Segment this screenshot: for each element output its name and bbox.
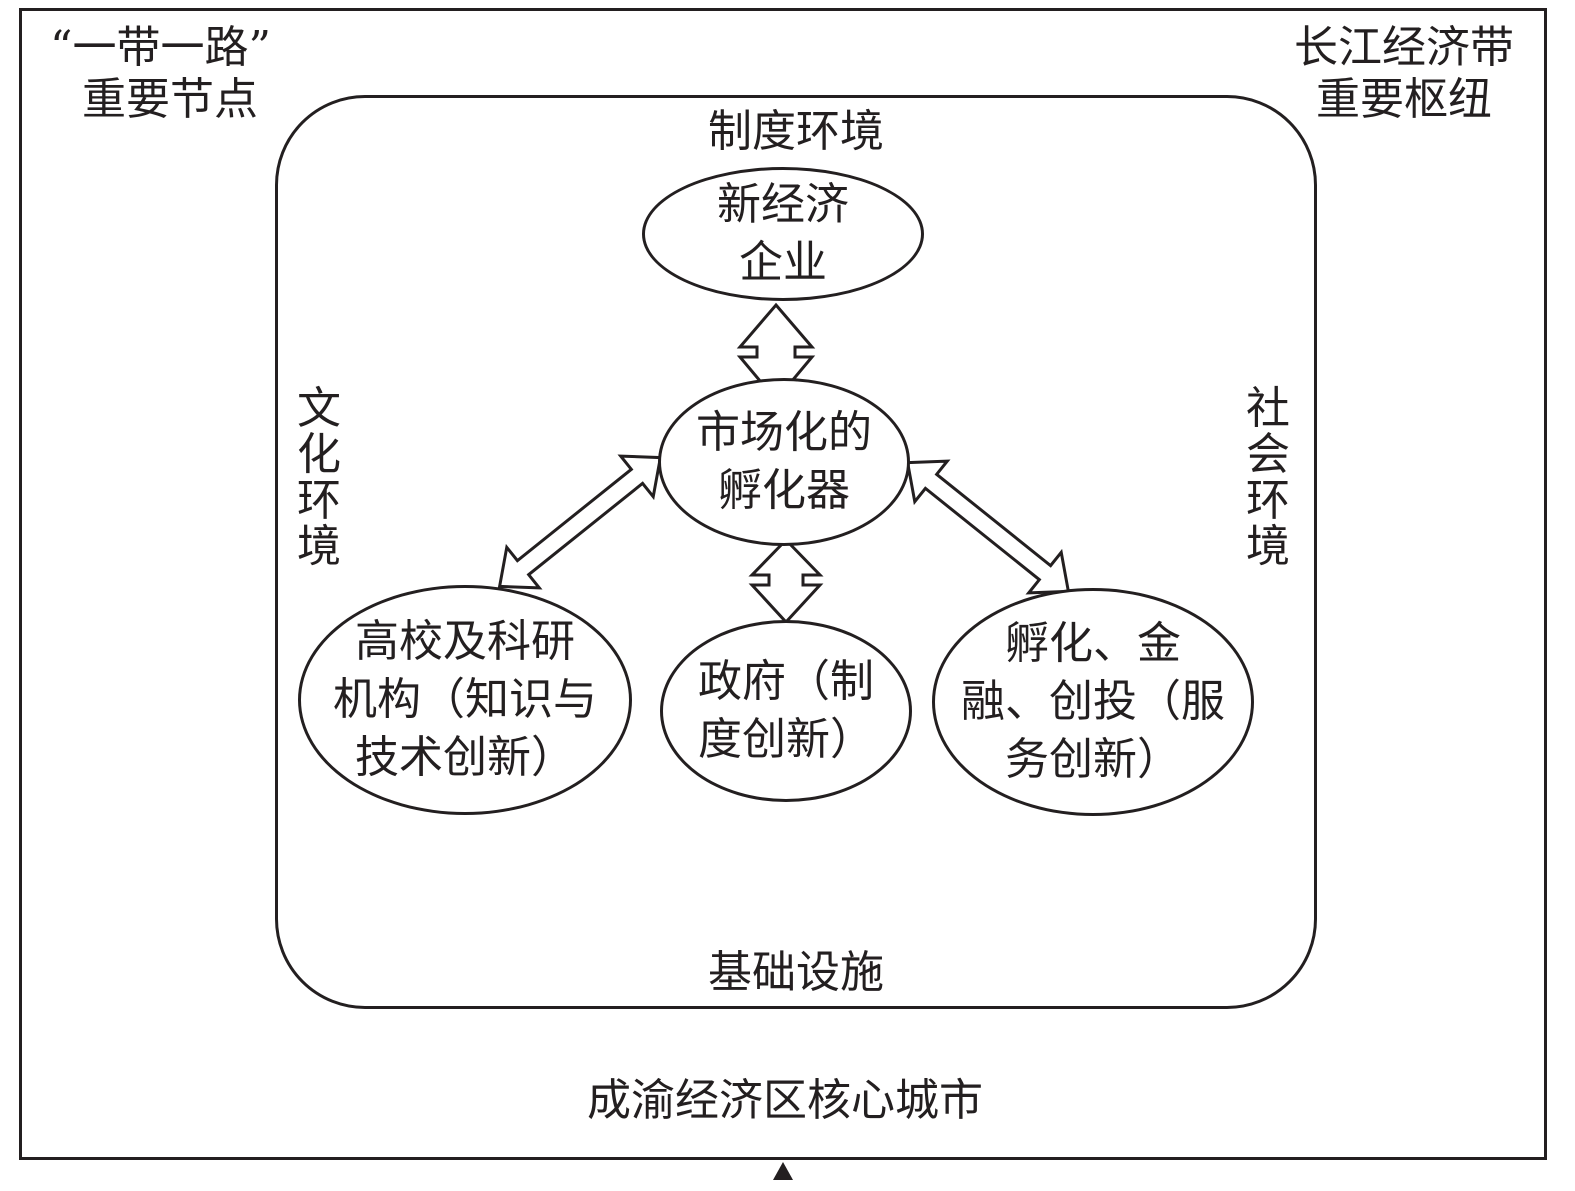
node-line: 孵化、金 bbox=[1005, 618, 1181, 669]
label-social-environment: 社会环境 bbox=[1246, 383, 1290, 572]
node-line: 市场化的 bbox=[696, 407, 872, 458]
double-arrow-right bbox=[905, 459, 1071, 595]
node-line: 务创新） bbox=[1005, 734, 1181, 785]
node-government: 政府（制 度创新） bbox=[660, 620, 912, 802]
label-line: 重要节点 bbox=[82, 74, 258, 125]
node-universities-research: 高校及科研 机构（知识与 技术创新） bbox=[298, 585, 632, 815]
environment-boundary bbox=[275, 95, 1317, 1009]
double-arrow-bottom bbox=[748, 537, 824, 625]
node-line: 政府（制 bbox=[698, 656, 874, 707]
label-yangtze-belt: 长江经济带 重要枢纽 bbox=[1278, 22, 1530, 126]
label-line: “一带一路” bbox=[50, 22, 271, 73]
node-line: 度创新） bbox=[698, 714, 874, 765]
node-line: 技术创新） bbox=[355, 732, 575, 783]
triangle-marker-icon bbox=[773, 1162, 793, 1180]
label-chengyu-core-city: 成渝经济区核心城市 bbox=[587, 1075, 983, 1126]
double-arrow-left bbox=[497, 454, 663, 590]
label-belt-and-road: “一带一路” 重要节点 bbox=[50, 22, 271, 126]
label-infrastructure: 基础设施 bbox=[708, 947, 884, 998]
node-incubation-finance: 孵化、金 融、创投（服 务创新） bbox=[932, 588, 1254, 816]
node-line: 孵化器 bbox=[718, 465, 850, 516]
label-cultural-environment: 文化环境 bbox=[297, 383, 341, 572]
label-line: 重要枢纽 bbox=[1316, 74, 1492, 125]
node-line: 高校及科研 bbox=[355, 616, 575, 667]
node-line: 新经济 bbox=[717, 179, 849, 230]
node-new-economy-enterprise: 新经济 企业 bbox=[642, 167, 924, 301]
node-line: 机构（知识与 bbox=[333, 674, 597, 725]
node-market-incubator: 市场化的 孵化器 bbox=[658, 378, 910, 546]
node-line: 融、创投（服 bbox=[961, 676, 1225, 727]
outer-frame bbox=[19, 8, 1547, 1160]
node-line: 企业 bbox=[739, 237, 827, 288]
label-line: 长江经济带 bbox=[1294, 22, 1514, 73]
label-institutional-environment: 制度环境 bbox=[708, 106, 884, 157]
